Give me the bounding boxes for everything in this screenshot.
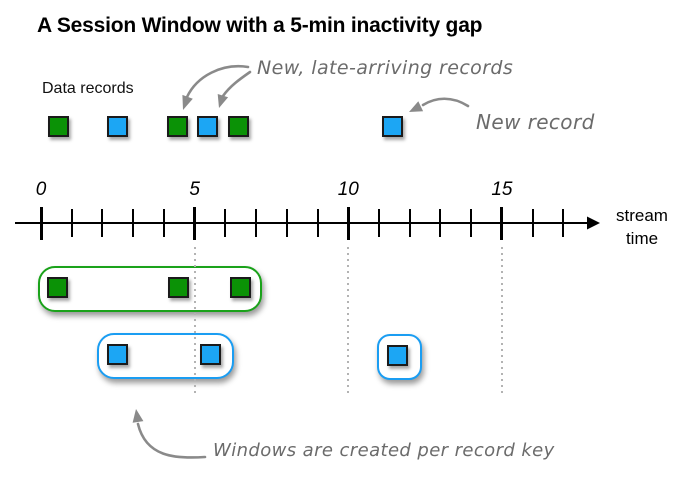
axis-minor-tick xyxy=(132,209,135,237)
time-label: time xyxy=(625,229,659,248)
record-square-blue xyxy=(387,345,408,366)
axis-arrowhead-icon xyxy=(587,216,600,230)
gridline-dotted xyxy=(193,247,196,397)
session-window-green xyxy=(38,266,262,312)
record-square-green xyxy=(167,116,188,137)
record-square-green xyxy=(230,277,251,298)
axis-major-tick xyxy=(39,207,43,240)
new-record-annotation: New record xyxy=(476,110,595,134)
axis-minor-tick xyxy=(562,209,565,237)
axis-minor-tick xyxy=(285,209,288,237)
axis-minor-tick xyxy=(470,209,473,237)
record-square-blue xyxy=(107,116,128,137)
gridline-dotted xyxy=(500,247,503,397)
late-records-annotation: New, late-arriving records xyxy=(257,57,514,79)
record-square-green xyxy=(48,116,69,137)
record-square-green xyxy=(47,277,68,298)
axis-minor-tick xyxy=(224,209,227,237)
axis-minor-tick xyxy=(439,209,442,237)
diagram-title: A Session Window with a 5-min inactivity… xyxy=(37,14,483,37)
arrowhead-icon xyxy=(217,94,229,108)
axis-minor-tick xyxy=(101,209,104,237)
record-square-blue xyxy=(107,344,128,365)
axis-minor-tick xyxy=(531,209,534,237)
stream-time-axis-label: stream time xyxy=(604,204,680,250)
axis-minor-tick xyxy=(316,209,319,237)
axis-tick-label: 15 xyxy=(491,179,513,200)
axis-tick-label: 10 xyxy=(337,179,359,200)
arrowhead-icon xyxy=(409,101,424,112)
record-square-blue xyxy=(200,344,221,365)
record-square-green xyxy=(168,277,189,298)
arrowhead-icon xyxy=(132,409,144,423)
axis-major-tick xyxy=(193,207,197,240)
axis-tick-label: 5 xyxy=(189,179,200,200)
axis-major-tick xyxy=(346,207,350,240)
record-square-green xyxy=(228,116,249,137)
record-square-blue xyxy=(382,116,403,137)
late-record-arrow-left-icon xyxy=(185,64,250,99)
per-key-note-arrow-icon xyxy=(136,422,207,459)
axis-major-tick xyxy=(500,207,504,240)
arrowhead-icon xyxy=(182,94,193,110)
record-square-blue xyxy=(197,116,218,137)
axis-minor-tick xyxy=(162,209,165,237)
per-key-note-annotation: Windows are created per record key xyxy=(213,440,555,461)
axis-minor-tick xyxy=(255,209,258,237)
stream-time-axis xyxy=(15,222,588,224)
axis-minor-tick xyxy=(378,209,381,237)
gridline-dotted xyxy=(347,247,350,397)
late-record-arrow-right-icon xyxy=(221,70,252,98)
stream-label: stream xyxy=(616,206,668,225)
axis-tick-label: 0 xyxy=(35,179,47,200)
axis-minor-tick xyxy=(70,209,73,237)
axis-minor-tick xyxy=(408,209,411,237)
data-records-label: Data records xyxy=(42,80,134,97)
new-record-arrow-icon xyxy=(421,97,470,108)
